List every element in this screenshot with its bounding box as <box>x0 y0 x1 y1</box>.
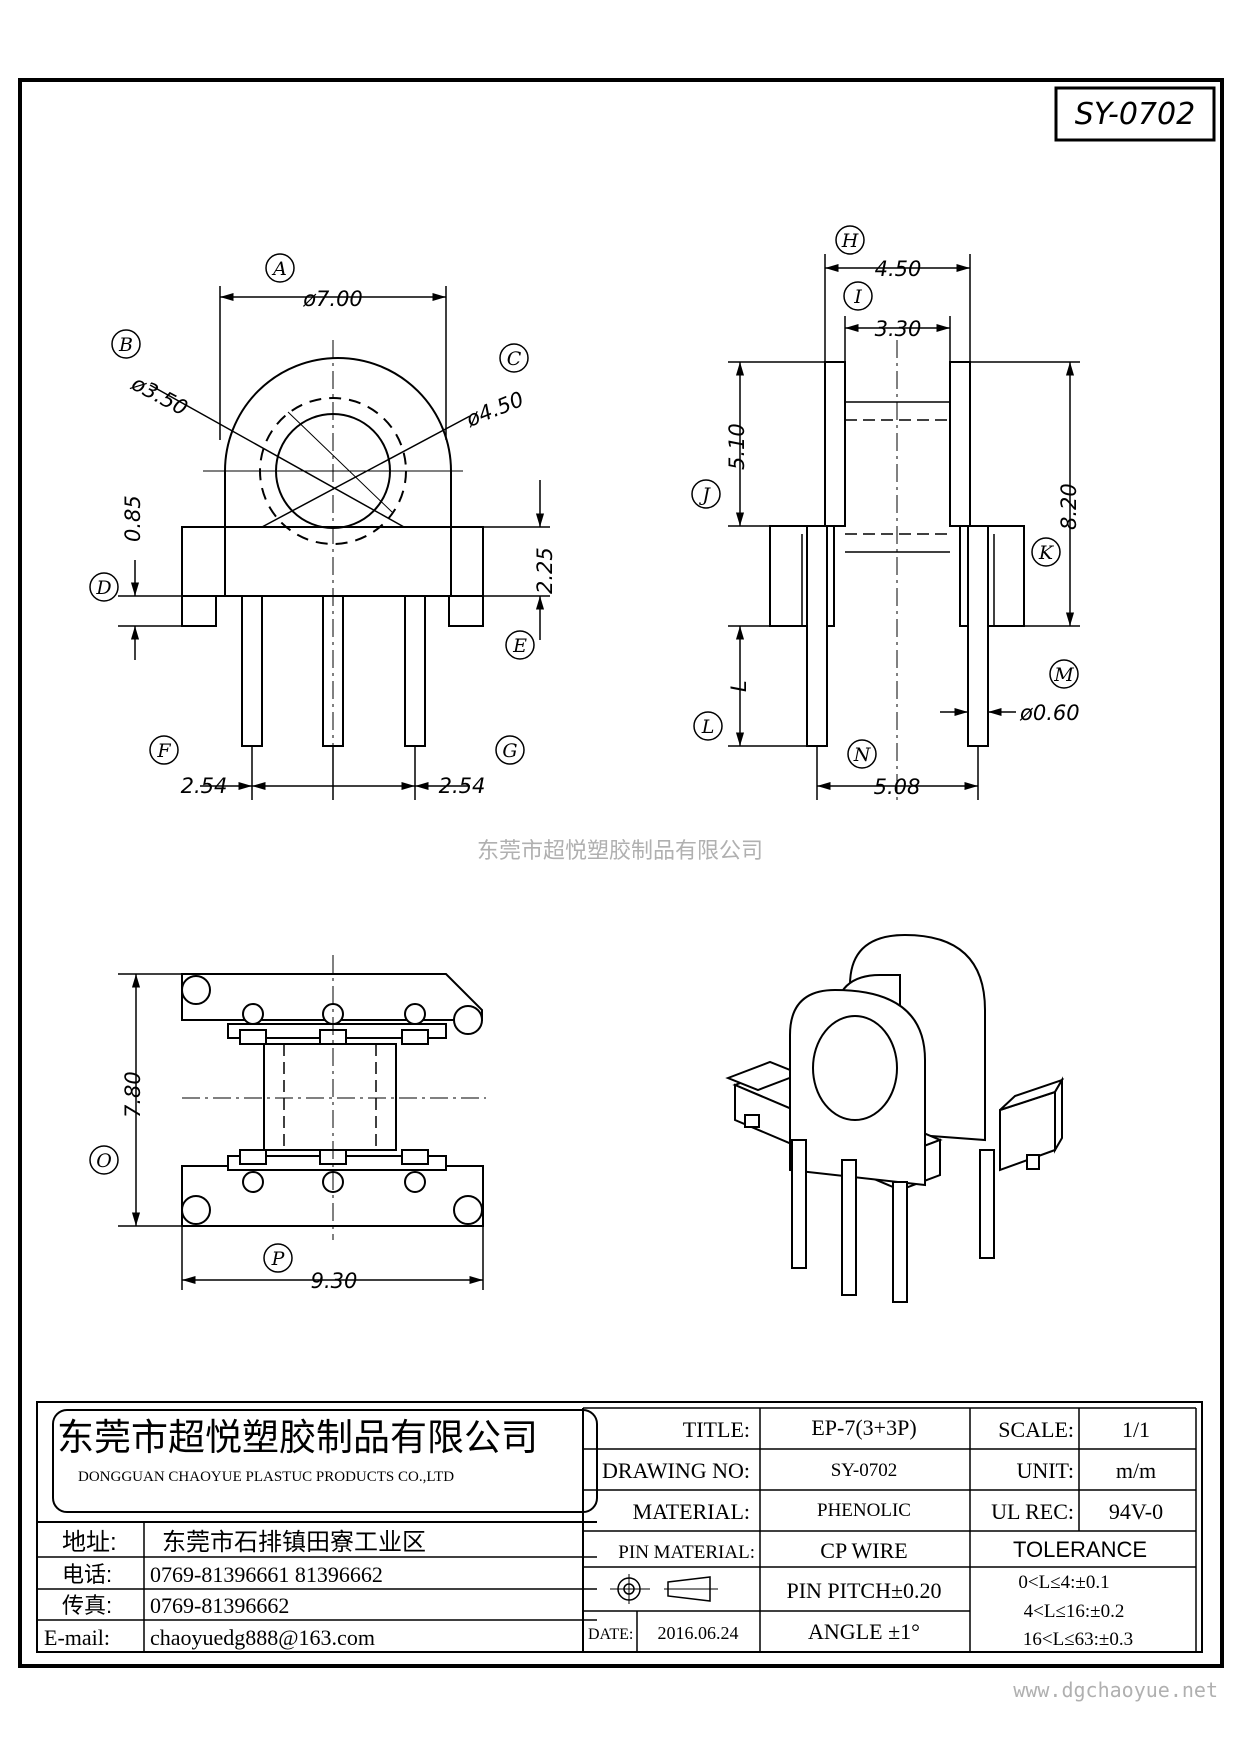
callout-k <box>1031 537 1061 567</box>
callout-b <box>111 329 141 359</box>
front-view <box>149 340 484 790</box>
address-label: 地址: <box>62 1529 117 1556</box>
callout-e <box>505 630 535 660</box>
title-block <box>36 1401 1203 1653</box>
callout-d-label: D <box>95 577 111 599</box>
title-label: TITLE: <box>683 1417 750 1442</box>
dim-pitch-right: 2.54 <box>439 774 486 798</box>
dim-450: 4.50 <box>875 257 922 281</box>
title-value: EP-7(3+3P) <box>811 1415 916 1440</box>
angle-tolerance: ANGLE ±1° <box>808 1619 920 1644</box>
callout-m <box>1049 659 1079 689</box>
dim-508: 5.08 <box>874 775 921 799</box>
dim-510: 5.10 <box>725 423 749 470</box>
callout-h <box>835 225 865 255</box>
dim-330: 3.30 <box>875 317 922 341</box>
callout-j-label: J <box>698 484 711 506</box>
dim-930: 9.30 <box>311 1269 358 1293</box>
dim-060: ø0.60 <box>1019 701 1080 725</box>
tolerance-range-3: 16<L≤63:±0.3 <box>1023 1629 1133 1650</box>
part-number: SY-0702 <box>1075 97 1195 132</box>
callout-n-label: N <box>853 744 872 766</box>
callout-l <box>693 711 723 741</box>
material-value: PHENOLIC <box>817 1500 911 1521</box>
isometric-view <box>725 933 1065 1303</box>
callout-c-label: C <box>507 348 522 370</box>
title-block-text: 东莞市超悦塑胶制品有限公司 DONGGUAN CHAOYUE PLASTUC P… <box>44 1415 1163 1650</box>
callout-g <box>495 735 525 765</box>
top-view <box>181 955 486 1240</box>
drawing-no-value: SY-0702 <box>831 1460 898 1481</box>
dim-225: 2.25 <box>533 547 557 594</box>
pin-pitch: PIN PITCH±0.20 <box>786 1578 941 1603</box>
phone-label: 电话: <box>62 1562 112 1587</box>
callout-p-label: P <box>271 1248 286 1270</box>
callout-i <box>843 281 873 311</box>
dim-l: L <box>727 680 751 692</box>
phone-value: 0769-81396661 81396662 <box>150 1562 383 1587</box>
dim-dia-mid: ø4.50 <box>462 387 527 432</box>
email-value: chaoyuedg888@163.com <box>150 1625 375 1650</box>
callout-b-label: B <box>118 334 133 356</box>
material-label: MATERIAL: <box>633 1499 750 1524</box>
date-value: 2016.06.24 <box>658 1623 739 1643</box>
unit-label: UNIT: <box>1016 1458 1074 1483</box>
side-view <box>769 340 1025 800</box>
email-label: E-mail: <box>44 1625 110 1650</box>
callout-f-label: F <box>156 740 171 762</box>
dim-dia-inner: ø3.50 <box>127 371 192 421</box>
tolerance-range-2: 4<L≤16:±0.2 <box>1024 1601 1125 1622</box>
sheet-border <box>18 78 1224 1668</box>
callout-a <box>265 253 295 283</box>
callout-l-label: L <box>701 716 715 738</box>
callout-c <box>499 343 529 373</box>
callout-i-label: I <box>853 286 862 308</box>
pin-material-label: PIN MATERIAL: <box>618 1542 755 1563</box>
dim-dia-outer: ø7.00 <box>302 287 363 311</box>
ul-value: 94V-0 <box>1109 1499 1163 1524</box>
top-view-dimensions <box>118 973 484 1290</box>
dim-085: 0.85 <box>121 495 145 542</box>
unit-value: m/m <box>1116 1458 1156 1483</box>
callout-a-label: A <box>271 258 287 280</box>
drawing-no-label: DRAWING NO: <box>602 1458 750 1483</box>
dim-820: 8.20 <box>1057 483 1081 530</box>
ul-label: UL REC: <box>991 1499 1074 1524</box>
side-view-labels: H 4.50 I 3.30 5.10 J 8.20 K L L M ø0.60 … <box>691 225 1081 799</box>
tolerance-label: TOLERANCE <box>1013 1537 1147 1562</box>
callout-o <box>89 1145 119 1175</box>
callout-j <box>691 479 721 509</box>
part-number-box: SY-0702 <box>1054 86 1216 142</box>
scale-value: 1/1 <box>1122 1417 1150 1442</box>
date-label: DATE: <box>588 1626 633 1643</box>
callout-o-label: O <box>96 1150 112 1172</box>
callout-k-label: K <box>1038 542 1055 564</box>
callout-m-label: M <box>1053 664 1074 686</box>
company-name-cn: 东莞市超悦塑胶制品有限公司 <box>57 1417 538 1458</box>
callout-g-label: G <box>502 740 517 762</box>
callout-e-label: E <box>512 635 527 657</box>
dim-pitch-left: 2.54 <box>181 774 228 798</box>
fax-label: 传真: <box>62 1593 112 1618</box>
fax-value: 0769-81396662 <box>150 1593 289 1618</box>
scale-label: SCALE: <box>998 1417 1074 1442</box>
front-view-dimensions <box>118 286 550 800</box>
address-value: 东莞市石排镇田寮工业区 <box>162 1529 426 1556</box>
callout-n <box>847 739 877 769</box>
dim-780: 7.80 <box>121 1071 145 1118</box>
watermark-url: www.dgchaoyue.net <box>1013 1678 1218 1702</box>
company-name-en: DONGGUAN CHAOYUE PLASTUC PRODUCTS CO.,LT… <box>78 1469 454 1485</box>
callout-d <box>89 572 119 602</box>
callout-h-label: H <box>841 230 859 252</box>
callout-f <box>149 735 179 765</box>
tolerance-range-1: 0<L≤4:±0.1 <box>1018 1572 1109 1593</box>
watermark-company: 东莞市超悦塑胶制品有限公司 <box>477 839 763 864</box>
callout-p <box>263 1243 293 1273</box>
side-view-dimensions <box>728 254 1080 800</box>
top-view-labels: 7.80 O P 9.30 <box>89 1071 358 1293</box>
pin-material-value: CP WIRE <box>820 1538 907 1563</box>
